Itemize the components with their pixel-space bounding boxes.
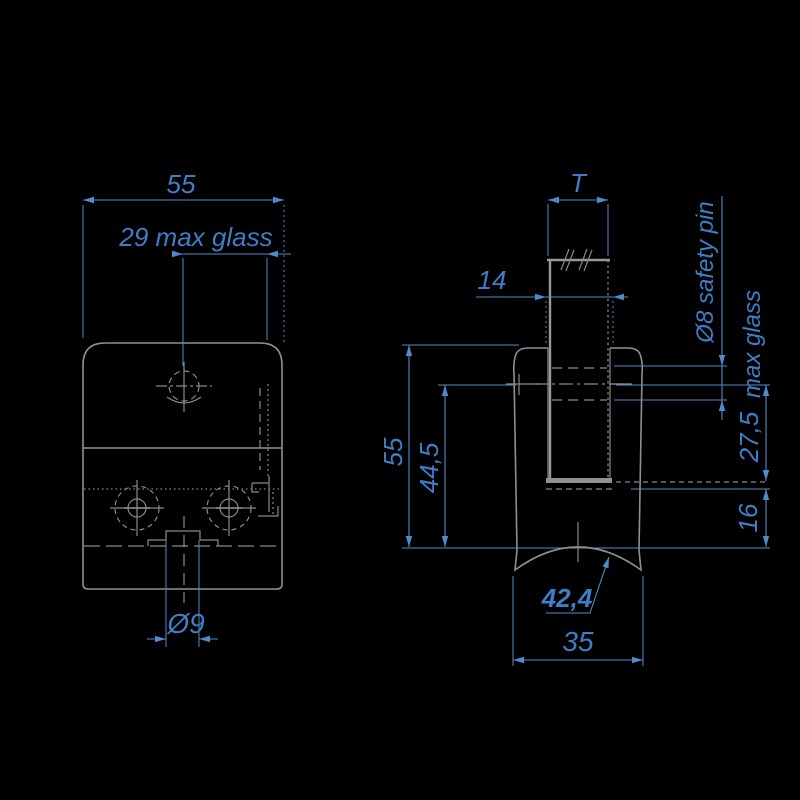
side-safety-pin-hidden <box>506 367 632 401</box>
side-glass-panel <box>547 248 610 478</box>
front-top-hole <box>156 362 212 412</box>
front-dim-max-glass: 29 max glass <box>118 222 291 366</box>
side-dim-16-label: 16 <box>733 503 763 532</box>
side-dim-insertion: 27,5 <box>616 384 770 483</box>
front-screw-left <box>110 480 164 536</box>
side-dim-35-label: 35 <box>562 626 594 657</box>
side-dim-pin-height: 44,5 <box>414 384 516 547</box>
glass-break-marks <box>560 248 593 272</box>
side-dim-slot-opening: 14 <box>476 265 628 344</box>
side-dim-tube: 42,4 <box>541 556 610 614</box>
side-max-glass-label: max glass <box>739 290 766 398</box>
front-bottom-bracket <box>147 530 219 546</box>
side-dim-T-label: T <box>570 168 588 198</box>
side-dim-lower-section: 16 <box>631 488 770 547</box>
side-dim-pin-label: Ø8 safety pin <box>692 201 719 343</box>
front-dim-max-glass-label: 29 max glass <box>118 222 272 252</box>
side-dim-depth: 35 <box>512 576 644 666</box>
front-dim-width-label: 55 <box>167 169 196 199</box>
side-view: T 14 Ø8 safety pin max glass <box>378 168 770 666</box>
side-dim-55-label: 55 <box>378 437 408 466</box>
side-dim-safety-pin: Ø8 safety pin <box>614 196 727 420</box>
front-body-outline <box>82 342 283 590</box>
front-view: 55 29 max glass Ø9 <box>82 169 291 647</box>
side-dim-height: 55 <box>378 344 519 547</box>
front-screw-right <box>202 480 256 536</box>
side-dim-glass-thickness: T <box>547 168 609 256</box>
front-dim-width: 55 <box>82 169 285 342</box>
side-dim-424-label: 42,4 <box>541 583 593 613</box>
side-dim-445-label: 44,5 <box>414 442 444 493</box>
front-dim-hole-label: Ø9 <box>166 608 204 639</box>
side-dim-14-label: 14 <box>478 265 507 295</box>
side-dim-275-label: 27,5 <box>734 411 764 463</box>
front-dim-hole: Ø9 <box>147 540 218 647</box>
front-safety-pin-hidden <box>251 384 279 517</box>
